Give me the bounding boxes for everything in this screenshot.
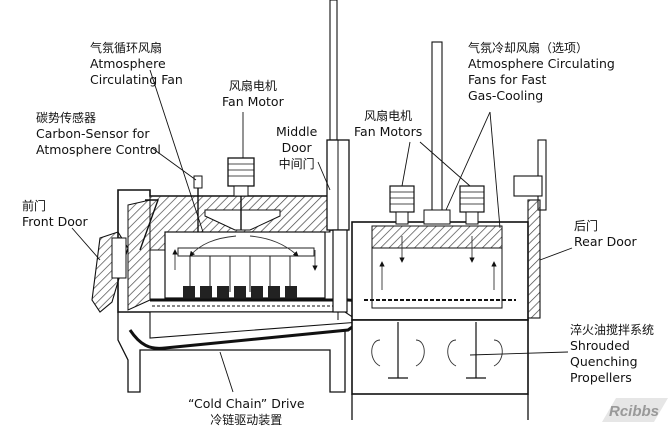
label-middle-door-en2: Door <box>281 140 312 155</box>
label-rear-door-en1: Rear Door <box>574 234 637 249</box>
label-cold-chain-en1: “Cold Chain” Drive <box>188 396 305 411</box>
label-carbon-sensor-en1: Carbon-Sensor for <box>36 126 150 141</box>
heating-chamber <box>117 157 370 393</box>
label-middle-door: Middle Door 中间门 <box>276 124 317 172</box>
label-quench-en3: Propellers <box>570 370 632 385</box>
label-fan-motors-en1: Fan Motors <box>354 124 423 139</box>
label-fan-motors-zh: 风扇电机 <box>364 109 413 123</box>
label-quench-propellers: 淬火油搅拌系统 Shrouded Quenching Propellers <box>570 322 654 386</box>
cooling-chamber <box>351 41 529 420</box>
watermark-text: Rcibbs <box>609 403 659 420</box>
label-cooling-fans: 气氛冷却风扇（选项） Atmosphere Circulating Fans f… <box>468 40 615 104</box>
label-fan-motor-en1: Fan Motor <box>222 94 284 109</box>
label-cooling-fans-en1: Atmosphere Circulating <box>468 56 615 71</box>
label-middle-door-zh: 中间门 <box>278 157 315 171</box>
label-middle-door-en1: Middle <box>276 124 318 139</box>
label-fan-motor-zh: 风扇电机 <box>228 79 277 93</box>
middle-door <box>326 0 350 320</box>
label-cooling-fans-en2: Fans for Fast <box>468 72 547 87</box>
label-rear-door: 后门 Rear Door <box>574 218 637 250</box>
label-quench-zh: 淬火油搅拌系统 <box>570 323 655 337</box>
label-carbon-sensor-en2: Atmosphere Control <box>36 142 161 157</box>
label-circulating-fan-en2: Circulating Fan <box>90 72 183 87</box>
label-cold-chain: “Cold Chain” Drive 冷链驱动装置 <box>188 396 305 428</box>
label-rear-door-zh: 后门 <box>574 219 599 233</box>
cooling-fan-motors <box>389 41 485 225</box>
label-circulating-fan-en1: Atmosphere <box>90 56 166 71</box>
leader-lines <box>71 69 573 393</box>
label-carbon-sensor-zh: 碳势传感器 <box>36 111 97 125</box>
label-circulating-fan: 气氛循环风扇 Atmosphere Circulating Fan <box>90 40 183 88</box>
label-quench-en2: Quenching <box>570 354 638 369</box>
label-front-door: 前门 Front Door <box>22 198 88 230</box>
rear-door <box>513 139 547 319</box>
label-cooling-fans-en3: Gas-Cooling <box>468 88 544 103</box>
label-circulating-fan-zh: 气氛循环风扇 <box>90 41 163 55</box>
label-front-door-en1: Front Door <box>22 214 88 229</box>
label-cold-chain-zh: 冷链驱动装置 <box>210 413 283 427</box>
label-front-door-zh: 前门 <box>22 199 47 213</box>
front-door <box>91 199 159 313</box>
label-fan-motor: 风扇电机 Fan Motor <box>222 78 284 110</box>
label-carbon-sensor: 碳势传感器 Carbon-Sensor for Atmosphere Contr… <box>36 110 161 158</box>
label-quench-en1: Shrouded <box>570 338 630 353</box>
label-fan-motors: 风扇电机 Fan Motors <box>354 108 422 140</box>
label-cooling-fans-zh: 气氛冷却风扇（选项） <box>468 41 589 55</box>
watermark-logo: Rcibbs <box>602 398 668 422</box>
